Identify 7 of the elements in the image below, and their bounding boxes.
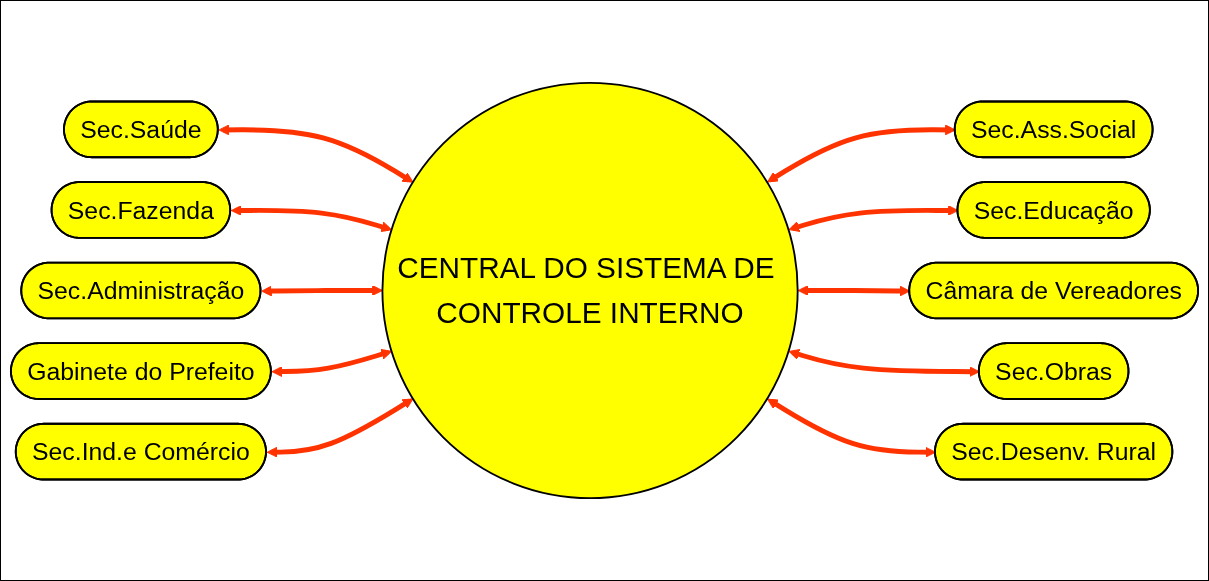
arrow — [266, 398, 414, 458]
arrow — [271, 348, 392, 378]
node-circle: CENTRAL DO SISTEMA DE CONTROLE INTERNO — [381, 81, 799, 500]
arrow — [767, 124, 956, 183]
arrow — [230, 205, 392, 233]
arrow — [261, 285, 383, 297]
arrow — [218, 124, 414, 183]
